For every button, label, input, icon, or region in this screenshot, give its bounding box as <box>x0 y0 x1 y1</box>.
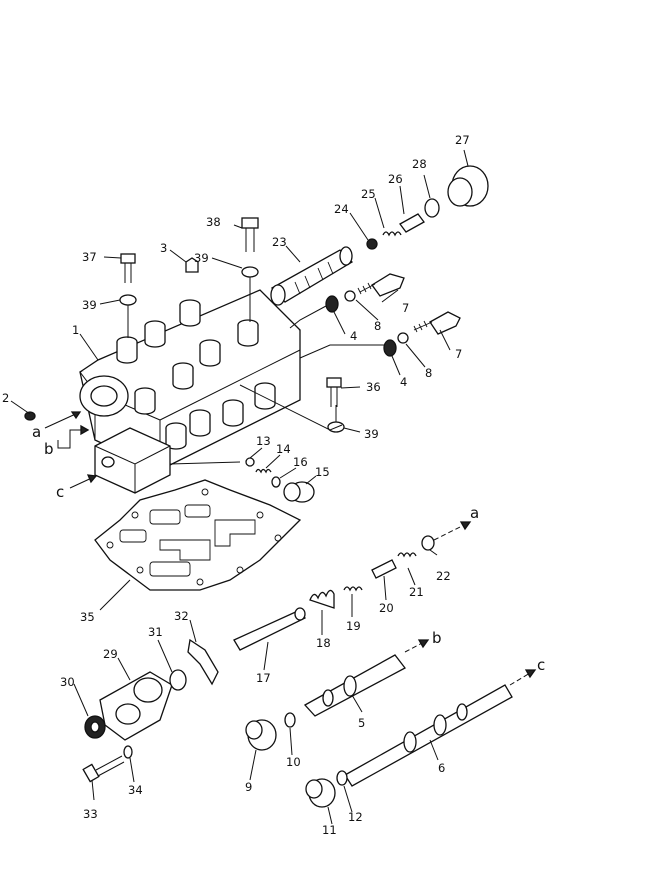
label-31: 31 <box>148 625 163 639</box>
label-21: 21 <box>409 585 424 599</box>
label-11: 11 <box>322 823 337 837</box>
seal-30 <box>84 715 106 739</box>
label-5: 5 <box>358 716 365 730</box>
label-3: 3 <box>160 241 167 255</box>
spring-18 <box>309 589 335 609</box>
label-20: 20 <box>379 601 394 615</box>
washer-4-lower <box>383 339 397 357</box>
spool-5 <box>303 654 406 717</box>
spool-26 <box>399 213 425 233</box>
label-34: 34 <box>128 783 143 797</box>
bolt-37 <box>120 253 136 283</box>
label-6: 6 <box>438 761 445 775</box>
plug-15 <box>283 481 315 503</box>
label-16: 16 <box>293 455 308 469</box>
label-12: 12 <box>348 810 363 824</box>
label-19: 19 <box>346 619 361 633</box>
label-26: 26 <box>388 172 403 186</box>
ring-22 <box>421 535 435 551</box>
bolt-36 <box>326 377 342 407</box>
plug-11 <box>305 778 336 808</box>
label-35: 35 <box>80 610 95 624</box>
part-labels: 1 2 3 4 4 5 6 7 7 8 8 9 10 11 12 13 14 1… <box>2 133 470 837</box>
label-36: 36 <box>366 380 381 394</box>
label-23: 23 <box>272 235 287 249</box>
label-24: 24 <box>334 202 349 216</box>
spool-6 <box>344 684 513 787</box>
label-10: 10 <box>286 755 301 769</box>
washer-39-top <box>241 266 259 278</box>
label-17: 17 <box>256 671 271 685</box>
label-33: 33 <box>83 807 98 821</box>
spring-19 <box>343 586 363 592</box>
label-18: 18 <box>316 636 331 650</box>
spring-14 <box>255 468 272 474</box>
cover-29 <box>99 671 173 741</box>
plug-2 <box>24 411 36 421</box>
bolt-38 <box>241 217 259 252</box>
separator-plate <box>94 479 302 591</box>
o-ring-12 <box>336 770 348 786</box>
plug-9 <box>245 719 277 751</box>
label-32: 32 <box>174 609 189 623</box>
flow-letter-b-left: b <box>44 440 54 458</box>
o-ring-31 <box>169 669 187 691</box>
label-39b: 39 <box>194 251 209 265</box>
label-9: 9 <box>245 780 252 794</box>
nut-8-lower <box>397 332 409 344</box>
label-30: 30 <box>60 675 75 689</box>
valve-body <box>79 289 301 494</box>
label-14: 14 <box>276 442 291 456</box>
washer-39-left <box>119 294 137 306</box>
label-2: 2 <box>2 391 9 405</box>
label-29: 29 <box>103 647 118 661</box>
piston-20 <box>371 559 397 579</box>
label-28: 28 <box>412 157 427 171</box>
label-38: 38 <box>206 215 221 229</box>
o-ring-10 <box>284 712 296 728</box>
label-37: 37 <box>82 250 97 264</box>
label-13: 13 <box>256 434 271 448</box>
spring-25 <box>382 231 402 237</box>
spring-32 <box>187 638 219 686</box>
ball-13 <box>245 457 255 467</box>
flow-arrows-right <box>404 521 537 686</box>
o-ring-16 <box>271 476 281 488</box>
washer-4-upper <box>325 295 339 313</box>
flow-letter-b-right: b <box>432 629 442 647</box>
screw-7-lower <box>413 311 461 335</box>
flow-letter-a-left: a <box>32 423 41 441</box>
plug-27 <box>447 165 489 207</box>
label-27: 27 <box>455 133 470 147</box>
label-4a: 4 <box>350 329 357 343</box>
bolt-33 <box>82 755 125 783</box>
label-7b: 7 <box>455 347 462 361</box>
label-7a: 7 <box>402 301 409 315</box>
flow-letter-c-left: c <box>56 483 64 501</box>
label-15: 15 <box>315 465 330 479</box>
plug-3 <box>185 257 199 273</box>
label-4b: 4 <box>400 375 407 389</box>
label-39a: 39 <box>82 298 97 312</box>
flow-letter-a-right: a <box>470 504 479 522</box>
label-8a: 8 <box>374 319 381 333</box>
valve-17 <box>233 607 306 651</box>
o-ring-28 <box>424 198 440 218</box>
label-8b: 8 <box>425 366 432 380</box>
label-1: 1 <box>72 323 79 337</box>
flow-arrows-left <box>44 411 98 489</box>
label-39c: 39 <box>364 427 379 441</box>
label-25: 25 <box>361 187 376 201</box>
nut-8-upper <box>344 290 356 302</box>
spring-21 <box>397 552 417 558</box>
ball-24 <box>366 238 378 250</box>
washer-34 <box>123 745 133 759</box>
leader-lines <box>10 149 469 825</box>
flow-letter-c-right: c <box>537 656 545 674</box>
screw-7-upper <box>357 273 405 297</box>
spool-23 <box>270 246 354 306</box>
flow-letters: a b c a b c <box>32 423 545 674</box>
label-22: 22 <box>436 569 451 583</box>
